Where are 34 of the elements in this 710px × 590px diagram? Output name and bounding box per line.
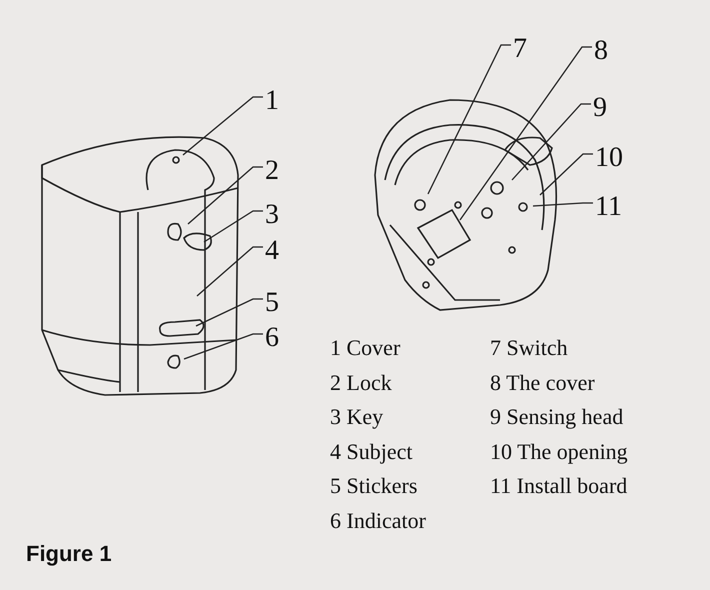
leader-line [532, 202, 593, 207]
part-label: 5 Stickers [330, 473, 418, 499]
leader-line [459, 46, 592, 220]
part-label: 7 Switch [490, 335, 568, 361]
callout-number: 7 [513, 34, 527, 64]
callout-number: 6 [265, 323, 279, 353]
part-label: 11 Install board [490, 473, 628, 499]
leader-line [204, 210, 263, 243]
callout-number: 10 [595, 143, 623, 173]
part-label: 4 Subject [330, 438, 412, 464]
callout-number: 9 [593, 93, 607, 123]
leader-line [184, 333, 263, 360]
leader-line [196, 246, 263, 296]
leader-line [427, 44, 511, 194]
leader-line [188, 166, 263, 224]
part-label: 8 The cover [490, 370, 595, 396]
part-label: 10 The opening [490, 438, 628, 464]
part-label: 1 Cover [330, 335, 400, 361]
callout-number: 8 [594, 36, 608, 66]
leader-line [196, 298, 263, 327]
leader-line [182, 96, 263, 156]
leader-line [512, 103, 591, 180]
callout-number: 1 [265, 86, 279, 116]
callout-number: 5 [265, 288, 279, 318]
part-label: 6 Indicator [330, 508, 426, 534]
part-label: 2 Lock [330, 370, 392, 396]
callout-number: 11 [595, 192, 622, 222]
callout-number: 2 [265, 156, 279, 186]
callout-number: 4 [265, 236, 279, 266]
part-label: 9 Sensing head [490, 404, 624, 430]
callout-number: 3 [265, 200, 279, 230]
part-label: 3 Key [330, 404, 384, 430]
leader-line [540, 153, 593, 196]
figure-caption: Figure 1 [26, 541, 112, 567]
